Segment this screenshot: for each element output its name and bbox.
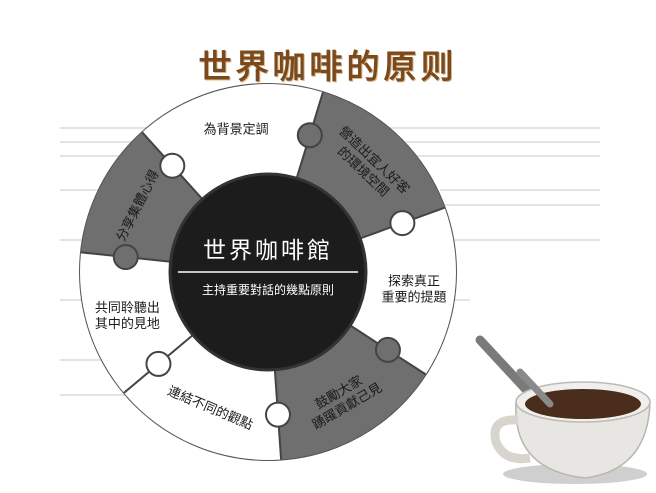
segment-label-line: 其中的見地 bbox=[95, 316, 160, 332]
puzzle-knob bbox=[389, 210, 416, 237]
puzzle-knobs bbox=[112, 122, 416, 428]
ring-segment bbox=[296, 92, 445, 239]
center-title: 世界咖啡館 bbox=[203, 238, 333, 264]
segment-label: 探索真正重要的提題 bbox=[382, 275, 447, 306]
segment-label: 為背景定調 bbox=[204, 121, 269, 137]
ring-segment bbox=[142, 84, 323, 200]
puzzle-knob bbox=[159, 152, 186, 179]
puzzle-knob bbox=[374, 336, 401, 363]
puzzle-knob bbox=[145, 350, 172, 377]
segment-label-line: 共同聆聽出 bbox=[95, 301, 160, 316]
segment-label-line: 探索真正 bbox=[388, 275, 440, 290]
ring-segment bbox=[81, 132, 203, 262]
ring-segment bbox=[350, 207, 456, 375]
slide-title: 世界咖啡的原则 bbox=[198, 47, 458, 86]
puzzle-knob bbox=[264, 401, 291, 428]
segment-label-line: 為背景定調 bbox=[204, 121, 269, 137]
puzzle-knob bbox=[112, 244, 139, 271]
center-subtitle: 主持重要對話的幾點原則 bbox=[202, 282, 334, 297]
segment-label-line: 重要的提題 bbox=[382, 290, 447, 306]
coffee-cup-icon bbox=[475, 335, 651, 484]
puzzle-knob bbox=[296, 122, 323, 149]
segment-label: 共同聆聽出其中的見地 bbox=[95, 301, 160, 332]
